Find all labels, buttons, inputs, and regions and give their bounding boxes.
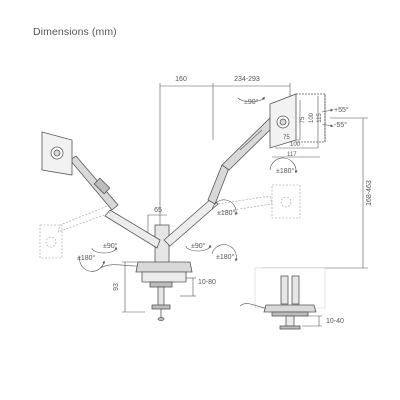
- dim-vesa-115: 115: [317, 113, 323, 123]
- dim-extension: 234-293: [234, 76, 260, 83]
- dual-arm-main: [41, 93, 326, 321]
- ghost-arm-positions: [39, 184, 301, 259]
- grommet-mount-detail: [239, 267, 326, 330]
- dim-grommet-range: 10-40: [326, 318, 344, 325]
- angle-tilt-up: +55°: [334, 106, 349, 114]
- base: [135, 261, 193, 273]
- angle-swivel-right: ±90°: [191, 242, 206, 250]
- dim-arm-reach: 160: [175, 76, 187, 83]
- angle-rotate-mid: ±180°: [217, 209, 236, 217]
- dim-mount-100: 100: [290, 142, 301, 148]
- left-lower-arm: [104, 209, 161, 249]
- left-upper-arm: [69, 155, 119, 211]
- right-lower-arm: [163, 197, 219, 247]
- dim-mount-117: 117: [287, 152, 297, 158]
- angle-rotate-left: ±180°: [77, 254, 96, 262]
- dim-height-range: 168-463: [366, 180, 373, 206]
- right-upper-arm: [221, 117, 277, 171]
- dim-mount-75: 75: [283, 135, 290, 141]
- diagram-title: Dimensions (mm): [33, 26, 117, 38]
- dim-base-height: 93: [113, 283, 120, 291]
- angle-rotate-bottom: ±180°: [216, 253, 235, 261]
- dim-clamp-range: 10-80: [198, 279, 216, 286]
- dim-vesa-75: 75: [300, 116, 306, 123]
- angle-swivel-left: ±90°: [103, 242, 118, 250]
- angle-rotate-right: ±180°: [276, 167, 295, 175]
- dim-vesa-100: 100: [309, 112, 315, 123]
- angle-swivel-top: ±90°: [244, 98, 259, 106]
- dim-pole-offset: 65: [154, 207, 162, 214]
- rotation-arcs: [79, 96, 334, 272]
- angle-tilt-down: -55°: [334, 121, 347, 129]
